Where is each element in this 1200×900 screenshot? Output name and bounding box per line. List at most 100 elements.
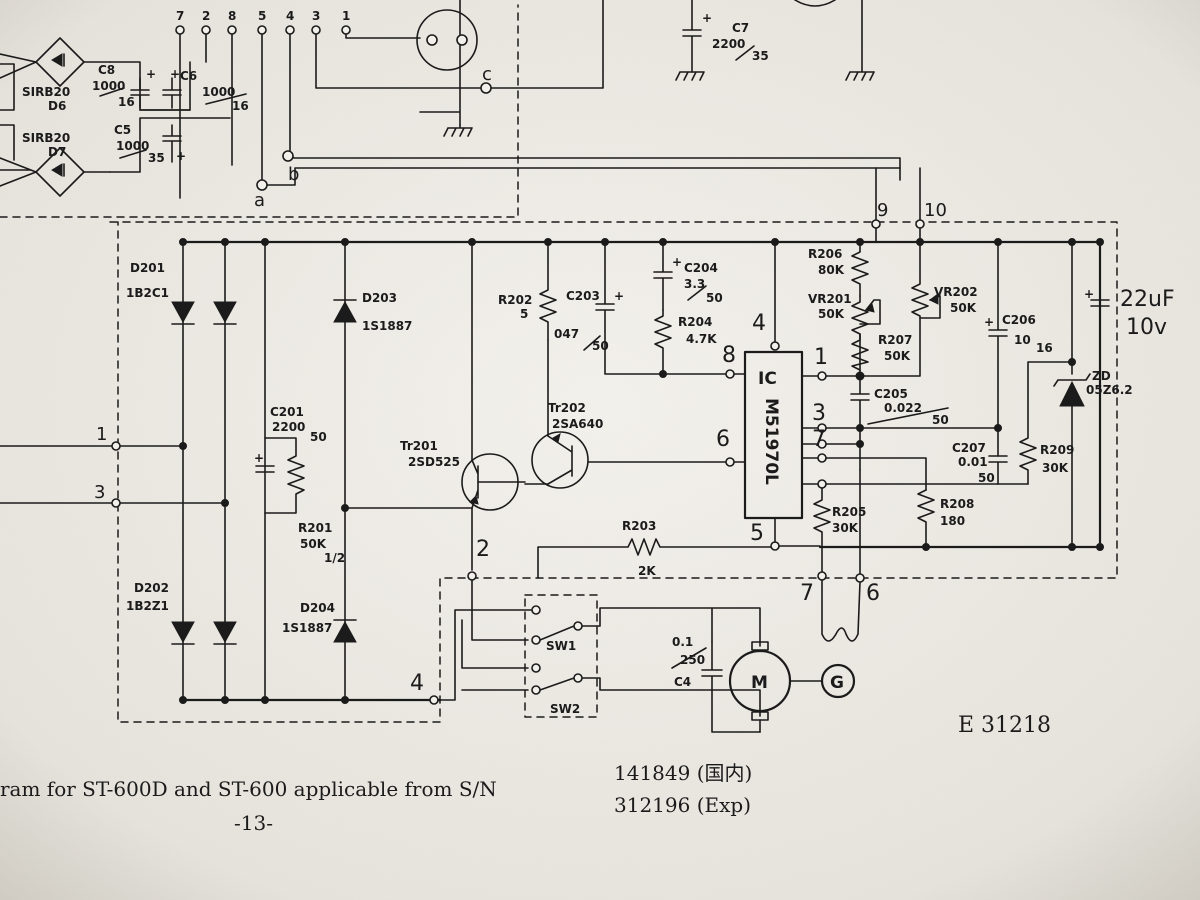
r204-value: 4.7K — [686, 332, 717, 346]
vr201-label: VR201 — [808, 292, 852, 306]
c201-voltage: 50 — [310, 430, 327, 444]
figure-id: E 31218 — [958, 713, 1051, 738]
switch-sw1 — [531, 605, 713, 645]
vr202-label: VR202 — [934, 285, 978, 299]
c206-voltage: 16 — [1036, 341, 1053, 355]
node-4-label: 4 — [410, 671, 424, 696]
node-2-label: 2 — [476, 537, 490, 562]
c201-label: C201 — [270, 405, 304, 419]
sw1-label: SW1 — [546, 639, 576, 653]
c204-label: C204 — [684, 261, 718, 275]
r202-label: R202 — [498, 293, 532, 307]
c8-voltage: 16 — [118, 95, 135, 109]
d204-part: 1S1887 — [282, 621, 332, 635]
zener-diode-zd — [1053, 373, 1091, 407]
c203-polarity: + — [614, 289, 624, 303]
caption-text: ram for ST-600D and ST-600 applicable fr… — [0, 777, 497, 801]
c204-polarity: + — [672, 255, 682, 269]
c207-value: 0.01 — [958, 455, 988, 469]
node-2 — [467, 571, 477, 581]
c5-label: C5 — [114, 123, 131, 137]
added-capacitor-22uf — [1090, 241, 1110, 548]
terminal-b: b — [288, 164, 299, 185]
c201-value: 2200 — [272, 420, 305, 434]
c7-label: C7 — [732, 21, 749, 35]
r203-label: R203 — [622, 519, 656, 533]
c207-voltage: 50 — [978, 471, 995, 485]
c4-voltage: 250 — [680, 653, 705, 667]
motor-label: M — [751, 673, 768, 693]
c7-voltage: 35 — [752, 49, 769, 63]
tr201-part: 2SD525 — [408, 455, 460, 469]
ic-pin-8: 8 — [722, 343, 736, 368]
diode-d201 — [171, 301, 237, 325]
vr201-value: 50K — [818, 307, 845, 321]
c203-voltage: 50 — [592, 339, 609, 353]
terminal-9-node — [871, 219, 881, 229]
r207-label: R207 — [878, 333, 912, 347]
r208-value: 180 — [940, 514, 965, 528]
bridge-rectifier-d7 — [0, 147, 111, 197]
c8-value: 1000 — [92, 79, 125, 93]
handwritten-voltage: 10v — [1126, 315, 1167, 340]
serial-domestic: 141849 (国内) — [614, 761, 752, 785]
r205-value: 30K — [832, 521, 859, 535]
terminal-8: 8 — [228, 9, 236, 23]
input-3-node — [111, 498, 121, 508]
ic-part: M51970L — [761, 398, 781, 485]
transistor-tr201 — [461, 453, 526, 511]
c204-voltage: 50 — [706, 291, 723, 305]
terminal-7-bottom: 7 — [800, 581, 814, 606]
terminal-5: 5 — [258, 9, 266, 23]
c205-value: 0.022 — [884, 401, 922, 415]
c7-value: 2200 — [712, 37, 745, 51]
capacitor-c8 — [130, 77, 150, 109]
diode-d203 — [333, 299, 357, 323]
handwritten-capacitance: 22uF — [1120, 287, 1175, 312]
serial-export: 312196 (Exp) — [614, 793, 751, 817]
power-supply-section: SIRB20 D6 SIRB20 D7 C8 1000 16 + + C6 — [0, 0, 901, 211]
c6-value: 1000 — [202, 85, 235, 99]
ic-pin-3: 3 — [812, 401, 826, 426]
c205-voltage: 50 — [932, 413, 949, 427]
added-cap-polarity: + — [1084, 287, 1094, 301]
ic-pin-4: 4 — [752, 311, 766, 336]
input-3: 3 — [94, 482, 105, 503]
r206-value: 80K — [818, 263, 845, 277]
d6-label: SIRB20 — [22, 85, 70, 99]
transistor-tr202 — [531, 431, 727, 489]
sw2-label: SW2 — [550, 702, 580, 716]
vr202-value: 50K — [950, 301, 977, 315]
tr202-part: 2SA640 — [552, 417, 603, 431]
ground-icon — [443, 124, 473, 137]
c203-value: 047 — [554, 327, 579, 341]
top-connector-terminals — [175, 25, 351, 35]
terminal-4: 4 — [286, 9, 294, 23]
d203-label: D203 — [362, 291, 397, 305]
d202-label: D202 — [134, 581, 169, 595]
c206-value: 10 — [1014, 333, 1031, 347]
r205-label: R205 — [832, 505, 866, 519]
tr202-label: Tr202 — [548, 401, 586, 415]
c5-polarity: + — [176, 149, 186, 163]
d203-part: 1S1887 — [362, 319, 412, 333]
d6-ref: D6 — [48, 99, 66, 113]
d204-label: D204 — [300, 601, 335, 615]
node-4 — [429, 695, 439, 705]
r201-value: 50K — [300, 537, 327, 551]
pickup-coil — [821, 579, 861, 642]
terminal-c-node — [480, 82, 492, 94]
terminal-2: 2 — [202, 9, 210, 23]
c6-voltage: 16 — [232, 99, 249, 113]
c8-label: C8 — [98, 63, 115, 77]
c201-polarity: + — [254, 451, 264, 465]
ic-pin-7: 7 — [812, 427, 826, 452]
capacitor-c201 — [255, 465, 275, 473]
diode-d202 — [171, 621, 237, 645]
d7-label: SIRB20 — [22, 131, 70, 145]
d202-part: 1B2Z1 — [126, 599, 169, 613]
caption: E 31218 ram for ST-600D and ST-600 appli… — [0, 713, 1051, 835]
